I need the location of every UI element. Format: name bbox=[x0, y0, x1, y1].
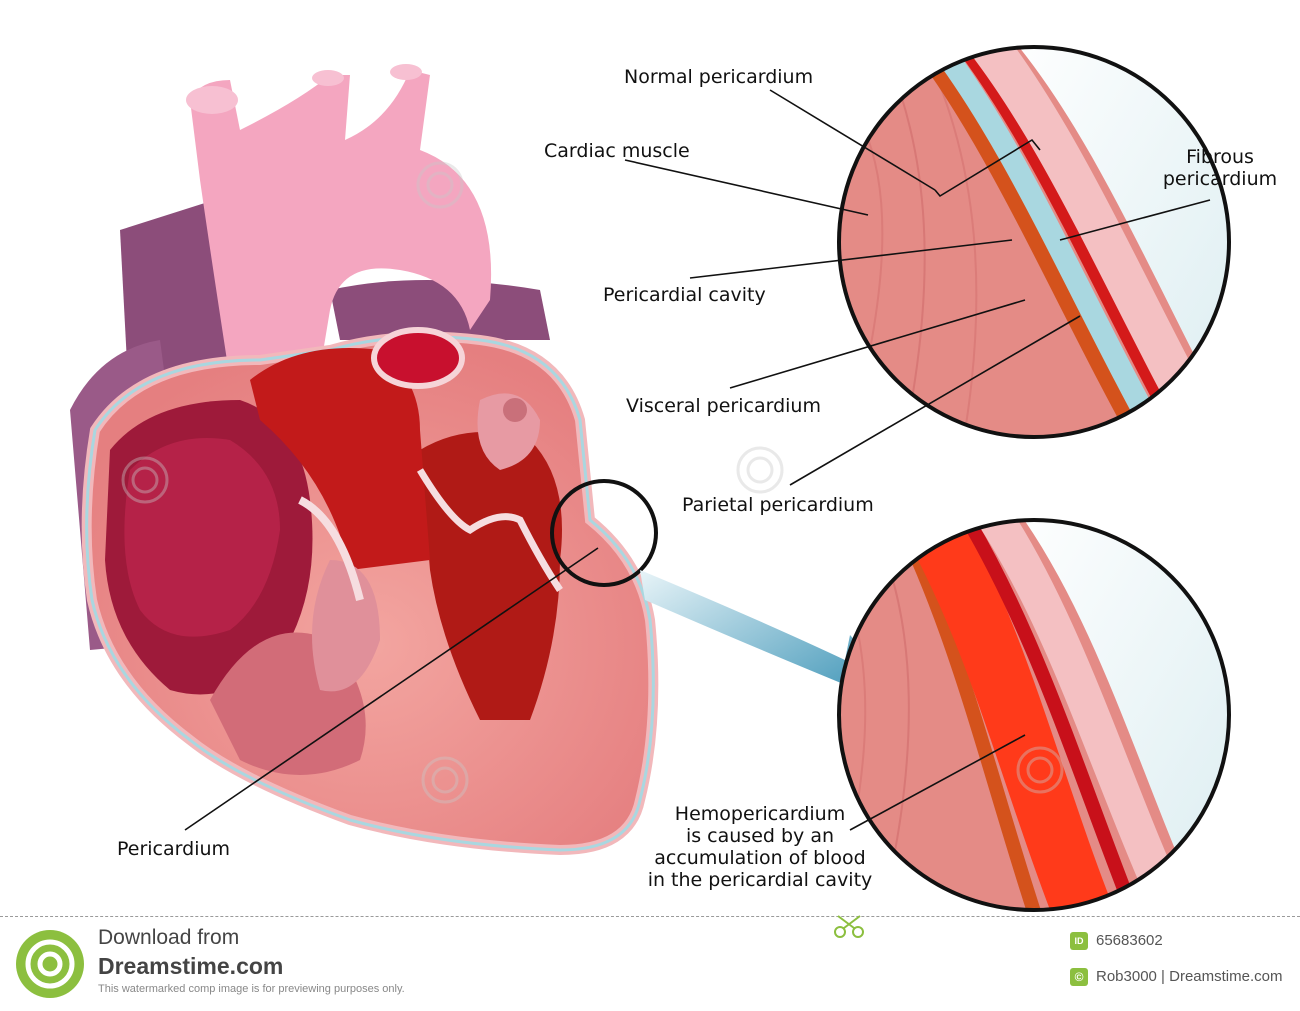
hemopericardium-detail bbox=[837, 518, 1231, 912]
label-pericardium: Pericardium bbox=[117, 838, 231, 860]
dreamstime-link[interactable]: Dreamstime.com bbox=[98, 953, 284, 979]
preview-disclaimer: This watermarked comp image is for previ… bbox=[98, 983, 405, 995]
pulmonary-vein bbox=[330, 280, 550, 340]
label-fibrous-line1: Fibrous bbox=[1186, 146, 1254, 168]
download-from-text: Download from bbox=[98, 926, 240, 949]
copyright-icon: © bbox=[1070, 968, 1088, 987]
label-normal-pericardium: Normal pericardium bbox=[624, 66, 814, 88]
id-badge-icon: ID bbox=[1070, 932, 1088, 951]
left-chamber bbox=[420, 432, 562, 720]
label-fibrous-pericardium: Fibrous pericardium bbox=[1150, 146, 1290, 190]
label-parietal-pericardium: Parietal pericardium bbox=[682, 494, 874, 516]
zoom-arrow bbox=[640, 570, 890, 720]
hemo-line3: accumulation of blood bbox=[654, 847, 866, 869]
scissors-icon bbox=[834, 915, 864, 938]
heart bbox=[70, 64, 659, 856]
label-visceral-pericardium: Visceral pericardium bbox=[626, 395, 821, 417]
image-id: 65683602 bbox=[1096, 932, 1163, 949]
label-cardiac-muscle: Cardiac muscle bbox=[544, 140, 690, 162]
footer bbox=[0, 912, 1300, 1007]
label-pericardial-cavity: Pericardial cavity bbox=[603, 284, 766, 306]
normal-pericardium-detail bbox=[837, 45, 1231, 439]
label-hemopericardium: Hemopericardium is caused by an accumula… bbox=[610, 803, 910, 891]
credit-row: © Rob3000 | Dreamstime.com bbox=[1070, 968, 1283, 987]
pulmonary-artery bbox=[250, 348, 430, 570]
image-id-row: ID 65683602 bbox=[1070, 932, 1163, 951]
leader-lines bbox=[184, 89, 1211, 831]
hemo-line4: in the pericardial cavity bbox=[647, 869, 873, 891]
footer-divider bbox=[0, 916, 1300, 917]
credit-text[interactable]: Rob3000 | Dreamstime.com bbox=[1096, 968, 1283, 985]
watermark-swirls bbox=[121, 161, 1064, 804]
dreamstime-logo-icon bbox=[16, 930, 84, 998]
zoom-ring bbox=[550, 479, 658, 587]
hemo-line1: Hemopericardium bbox=[674, 803, 846, 825]
aorta-arch bbox=[190, 70, 492, 380]
label-fibrous-line2: pericardium bbox=[1162, 168, 1278, 190]
hemo-line2: is caused by an bbox=[685, 825, 835, 847]
